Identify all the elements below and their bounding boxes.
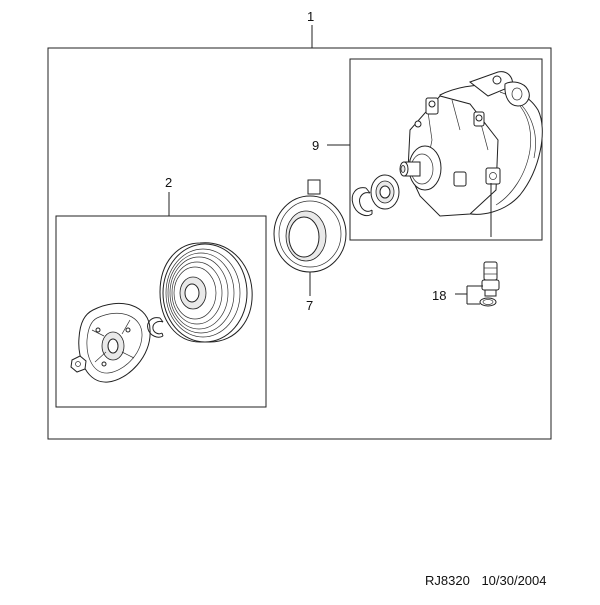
clutch-snap-ring — [147, 317, 164, 338]
shaft-seal — [370, 174, 400, 210]
callout-9: 9 — [312, 138, 320, 153]
callout-1: 1 — [307, 9, 315, 24]
clutch-plate — [78, 302, 151, 383]
compressor-body — [399, 71, 543, 217]
clutch-frame — [55, 215, 267, 408]
callout-7: 7 — [306, 298, 314, 313]
relief-valve — [479, 261, 500, 307]
compressor-frame — [349, 58, 543, 241]
leader-18 — [455, 285, 483, 305]
drawing-footer: RJ8320 10/30/2004 — [425, 573, 547, 588]
compressor-snap-ring — [351, 187, 373, 217]
drawing-code: RJ8320 — [425, 573, 470, 588]
callout-18: 18 — [432, 288, 447, 303]
hub-nut — [70, 355, 87, 373]
clutch-pulley — [159, 242, 253, 343]
assembly-frame — [47, 47, 552, 440]
field-coil — [273, 179, 347, 273]
drawing-date: 10/30/2004 — [481, 573, 547, 588]
callout-2: 2 — [165, 175, 173, 190]
